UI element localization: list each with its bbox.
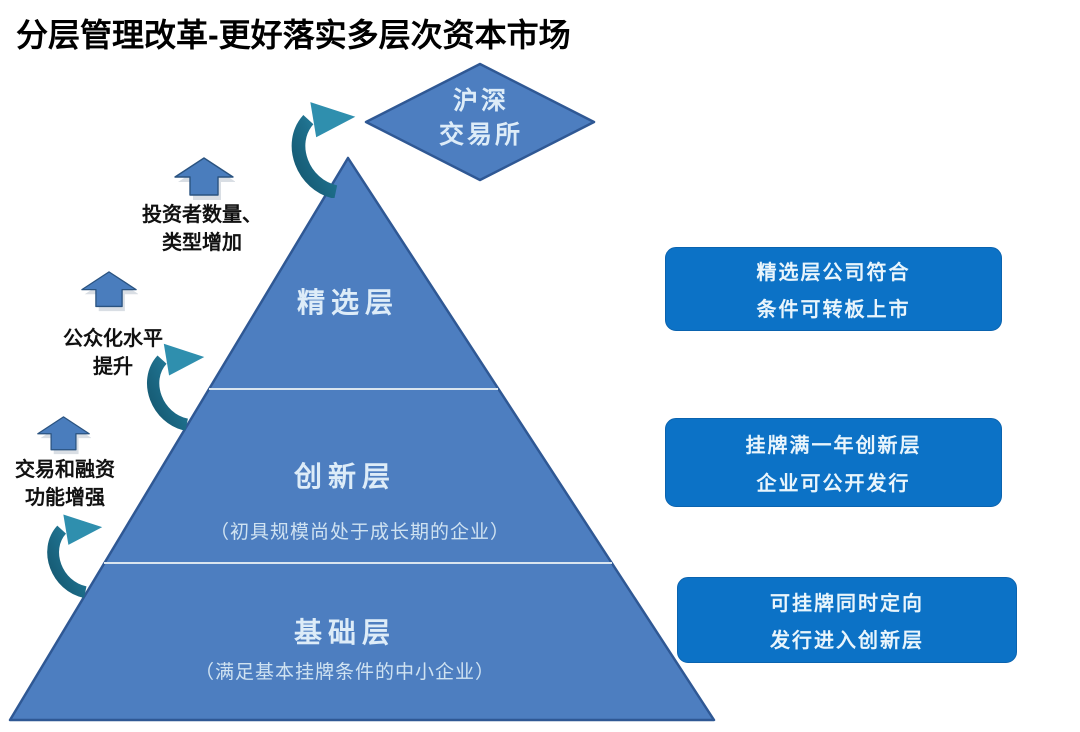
up-arrow-icon <box>81 271 138 312</box>
up-arrow-icon <box>37 416 91 455</box>
annotation-investors: 投资者数量、 类型增加 <box>126 201 278 257</box>
annotation-line: 提升 <box>93 356 133 378</box>
callout-line: 发行进入创新层 <box>770 630 924 653</box>
curved-arrow-icon <box>291 102 356 198</box>
annotation-line: 公众化水平 <box>63 328 163 350</box>
annotation-line: 功能增强 <box>25 487 105 509</box>
annotation-trading-finance: 交易和融资 功能增强 <box>4 456 126 512</box>
exchange-diamond-shape <box>364 62 596 182</box>
callout-line: 企业可公开发行 <box>756 473 911 496</box>
tier-subtitle-innovation: （初具规模尚处于成长期的企业） <box>209 522 510 543</box>
tier-label-base: 基础层 <box>293 617 396 648</box>
callout-select-tier: 精选层公司符合 条件可转板上市 <box>665 247 1002 331</box>
callout-line: 挂牌满一年创新层 <box>745 434 922 457</box>
callout-line: 条件可转板上市 <box>756 299 911 321</box>
callout-base-tier: 可挂牌同时定向 发行进入创新层 <box>677 577 1017 663</box>
exchange-line-2: 交易所 <box>438 121 523 149</box>
pyramid-shape <box>8 156 716 722</box>
curved-arrow-icon <box>147 343 205 430</box>
callout-line: 可挂牌同时定向 <box>770 592 924 615</box>
page-title: 分层管理改革-更好落实多层次资本市场 <box>16 17 571 53</box>
up-arrow-icon <box>174 157 235 200</box>
callout-line: 精选层公司符合 <box>756 262 911 284</box>
annotation-line: 交易和融资 <box>15 459 115 481</box>
annotation-publicization: 公众化水平 提升 <box>50 325 176 381</box>
tier-subtitle-base: （满足基本挂牌条件的中小企业） <box>194 662 495 683</box>
exchange-diamond-label: 沪深 交易所 <box>366 84 596 152</box>
tier-label-selected: 精选层 <box>296 287 399 318</box>
annotation-line: 类型增加 <box>162 232 242 254</box>
exchange-line-1: 沪深 <box>452 87 509 115</box>
annotation-line: 投资者数量、 <box>142 204 262 226</box>
tier-label-innovation: 创新层 <box>293 461 396 492</box>
callout-innovation-tier: 挂牌满一年创新层 企业可公开发行 <box>665 418 1002 507</box>
curved-arrow-icon <box>47 514 103 598</box>
